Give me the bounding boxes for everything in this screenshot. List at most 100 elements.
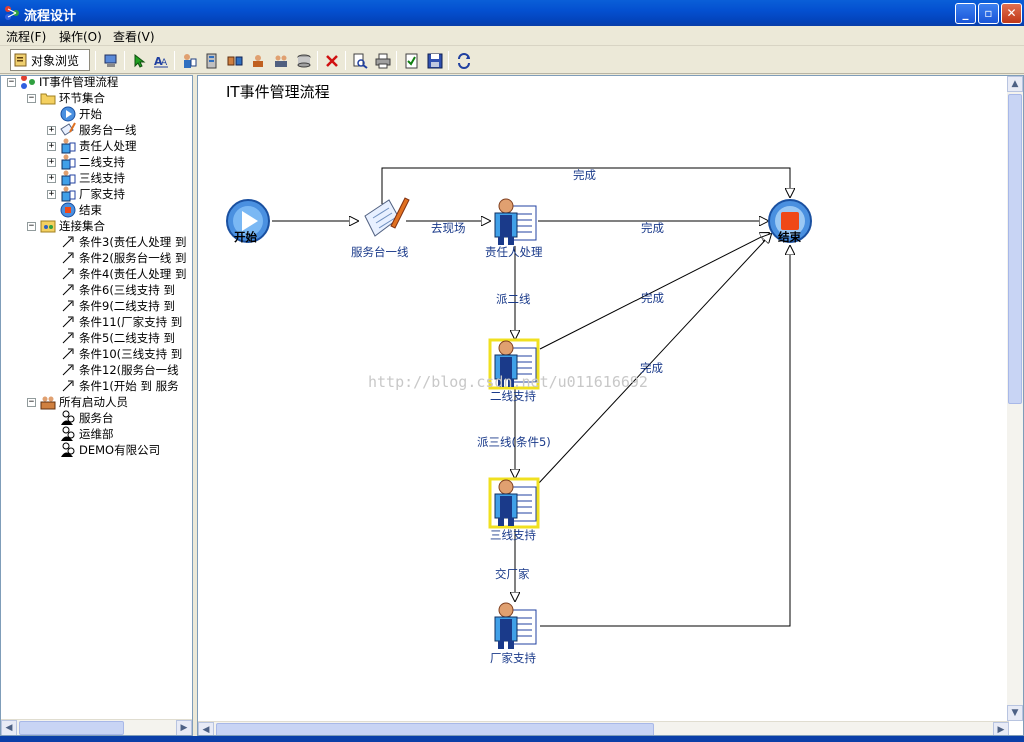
tree-stage-item[interactable]: + 二线支持 (47, 154, 125, 170)
tree-person-item[interactable]: 运维部 (47, 426, 114, 442)
tree-connection-item[interactable]: 条件12(服务台一线 (47, 362, 179, 378)
tree-stage-item[interactable]: + 厂家支持 (47, 186, 125, 202)
menu-view[interactable]: 查看(V) (113, 30, 155, 44)
diagram-canvas[interactable]: IT事件管理流程 (197, 75, 1024, 736)
tree-person-item[interactable]: DEMO有限公司 (47, 442, 160, 458)
save-button[interactable] (424, 50, 445, 71)
tree-item-label: 环节集合 (59, 91, 105, 105)
add-server-button[interactable] (201, 50, 222, 71)
scroll-right-arrow[interactable]: ▶ (176, 720, 192, 735)
group-tool-button[interactable] (224, 50, 245, 71)
tree-people-group[interactable]: −所有启动人员 (27, 394, 128, 410)
object-browse-button[interactable]: 对象浏览 (10, 49, 90, 71)
line3-node[interactable] (488, 477, 540, 529)
scroll-up-arrow[interactable]: ▲ (1007, 76, 1023, 92)
tree-connection-item[interactable]: 条件10(三线支持 到 (47, 346, 182, 362)
refresh-button[interactable] (453, 50, 474, 71)
tree-expander[interactable]: − (27, 220, 36, 231)
service-desk-node[interactable] (364, 197, 410, 237)
restore-button[interactable]: ▫ (978, 3, 999, 24)
tree-item-label: 厂家支持 (79, 187, 125, 201)
tree-expander[interactable]: + (47, 156, 56, 167)
menu-operate[interactable]: 操作(O) (59, 30, 102, 44)
database-tool-button[interactable] (293, 50, 314, 71)
tree-connection-item[interactable]: 条件4(责任人处理 到 (47, 266, 186, 282)
users-tool-button[interactable] (270, 50, 291, 71)
tree-connection-item[interactable]: 条件6(三线支持 到 (47, 282, 175, 298)
tree-item-label: 二线支持 (79, 155, 125, 169)
tree-stage-item[interactable]: 结束 (47, 202, 102, 218)
tree-expander[interactable]: − (27, 396, 36, 407)
tree-stage-item[interactable]: +三线支持 (47, 170, 125, 186)
end-icon (60, 202, 76, 218)
minimize-button[interactable]: _ (955, 3, 976, 24)
tree-connection-item[interactable]: 条件3(责任人处理 到 (47, 234, 186, 250)
svg-text:A: A (161, 58, 168, 68)
scroll-right-arrow[interactable]: ▶ (993, 722, 1009, 735)
print-preview-button[interactable] (349, 50, 370, 71)
select-tool-button[interactable] (128, 50, 149, 71)
owner-node[interactable] (494, 198, 537, 245)
tree-stages-group[interactable]: − 环节集合 (27, 90, 105, 106)
vendor-node[interactable] (494, 602, 537, 649)
tree-expander[interactable]: + (47, 140, 56, 151)
tree-stage-item[interactable]: +责任人处理 (47, 138, 137, 154)
tree-expander[interactable]: + (47, 172, 56, 183)
canvas-vertical-scrollbar[interactable]: ▲ ▼ (1007, 76, 1023, 721)
pen-icon (390, 197, 410, 229)
tree-connection-item[interactable]: 条件1(开始 到 服务 (47, 378, 179, 394)
canvas-horizontal-scrollbar[interactable]: ◀ ▶ (198, 721, 1009, 735)
tree-connection-item[interactable]: 条件11(厂家支持 到 (47, 314, 182, 330)
delete-button[interactable] (321, 50, 342, 71)
scroll-left-arrow[interactable]: ◀ (198, 722, 214, 735)
toolbar-separator (124, 51, 125, 70)
role-tool-button[interactable] (247, 50, 268, 71)
tree-expander[interactable]: − (7, 76, 16, 87)
tree-connection-item[interactable]: 条件2(服务台一线 到 (47, 250, 186, 266)
computer-icon (104, 54, 116, 67)
close-button[interactable]: ✕ (1001, 3, 1022, 24)
edge-vendor-complete[interactable] (540, 246, 790, 627)
scroll-down-arrow[interactable]: ▼ (1007, 705, 1023, 721)
scroll-thumb[interactable] (216, 723, 654, 735)
tree-connections-group[interactable]: −连接集合 (27, 218, 105, 234)
add-person-button[interactable] (178, 50, 199, 71)
tree-expander[interactable]: + (47, 188, 56, 199)
connection-arrow-icon (62, 364, 74, 376)
tree-connection-item[interactable]: 条件9(二线支持 到 (47, 298, 175, 314)
edge-desk-complete[interactable] (381, 167, 790, 204)
scroll-left-arrow[interactable]: ◀ (1, 720, 17, 735)
tree-root[interactable]: −IT事件管理流程 (7, 76, 118, 90)
tree-person-item[interactable]: 服务台 (47, 410, 114, 426)
scroll-thumb[interactable] (19, 721, 124, 735)
edge-line2-complete[interactable] (539, 233, 769, 350)
workflow-icon (21, 76, 35, 89)
tree-stage-item[interactable]: +服务台一线 (47, 122, 137, 138)
menu-flow[interactable]: 流程(F) (6, 30, 47, 44)
start-node[interactable] (226, 199, 270, 243)
end-node-label: 结束 (778, 230, 801, 244)
vendor-label: 厂家支持 (490, 651, 536, 665)
toolbar-separator (317, 51, 318, 70)
line2-node[interactable] (488, 338, 540, 390)
computer-tool-button[interactable] (100, 50, 121, 71)
start-icon (60, 106, 76, 122)
person-icon (61, 154, 76, 170)
edge-line3-complete[interactable] (537, 234, 771, 485)
tree-horizontal-scrollbar[interactable]: ◀ ▶ (1, 719, 192, 735)
taskbar-strip (0, 736, 1024, 742)
tree-expander[interactable]: − (27, 92, 36, 103)
tree-expander[interactable]: + (47, 124, 56, 135)
end-node[interactable] (768, 199, 812, 243)
scroll-thumb[interactable] (1008, 94, 1022, 404)
tree-item-label: 开始 (79, 107, 102, 121)
tree-connection-item[interactable]: 条件5(二线支持 到 (47, 330, 175, 346)
validate-button[interactable] (401, 50, 422, 71)
tree-item-label: 条件1(开始 到 服务 (79, 379, 179, 393)
tree-stage-item[interactable]: 开始 (47, 106, 102, 122)
tree-item-label: 条件12(服务台一线 (79, 363, 179, 377)
print-button[interactable] (372, 50, 393, 71)
title-bar: 流程设计 _ ▫ ✕ (0, 0, 1024, 26)
